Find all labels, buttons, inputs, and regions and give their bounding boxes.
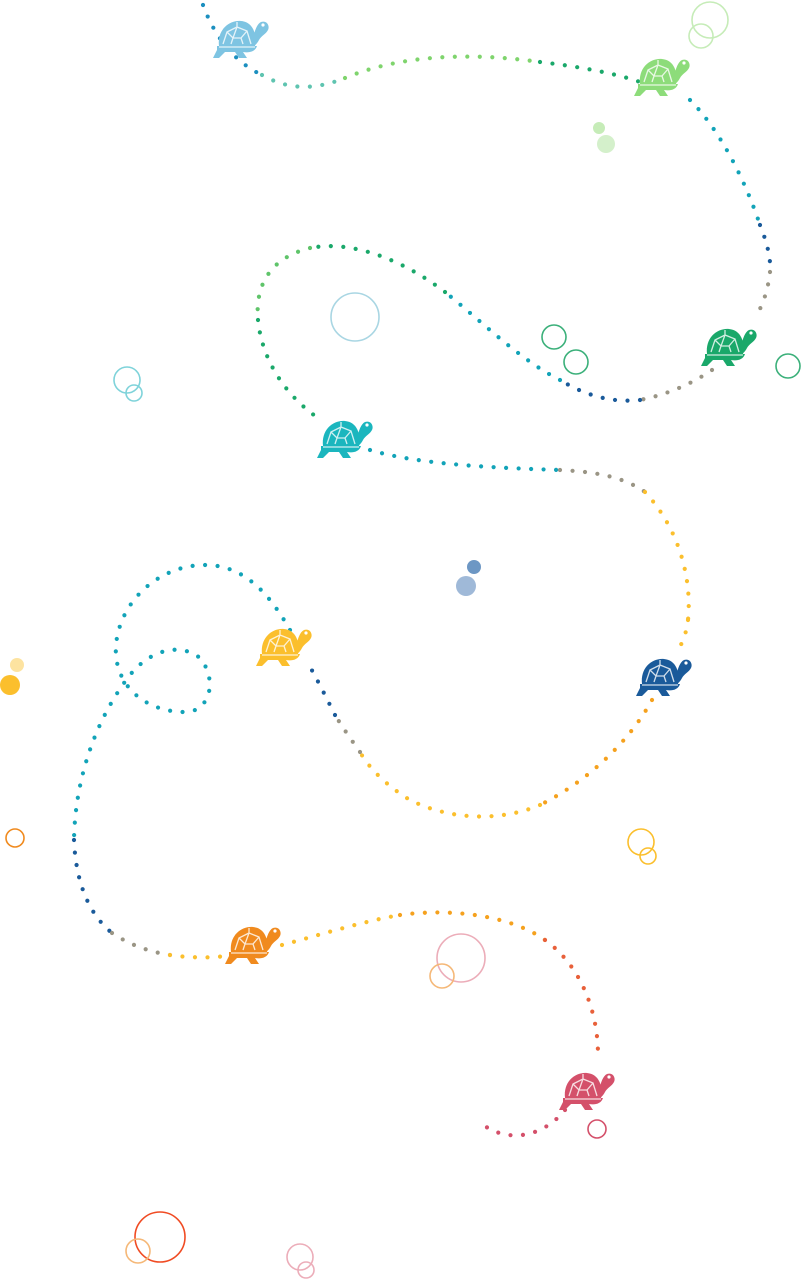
trail-segment [687,97,763,228]
bubble [639,847,657,865]
turtle-icon [213,20,269,59]
bubble [593,122,605,134]
bubble [456,576,476,596]
turtle-icon [636,658,692,697]
trail-segment [673,617,691,655]
trail-segment [279,912,403,948]
bubble [541,324,567,350]
trail-segment [752,269,773,321]
turtles [213,20,757,1111]
trail-segment [537,697,655,808]
bubble [688,23,714,49]
trail-segment [557,467,648,495]
trail-segment [637,367,715,403]
bubble [10,658,24,672]
bubble [297,1261,315,1279]
trail-segment [167,952,229,960]
bubble [286,1243,314,1271]
trail-segment [255,245,313,323]
bubble [597,135,615,153]
trail-segment [255,317,321,421]
bubble [467,560,481,574]
bubble [429,963,455,989]
bubble [436,933,486,983]
bubble [587,1119,607,1139]
trail-segment [71,837,115,936]
trail-segment [332,712,363,755]
bubble [125,1238,151,1264]
turtle-icon [634,58,690,97]
dotted-trail [71,2,773,1138]
trail-segment [537,59,643,85]
bubble [627,828,655,856]
turtle-icon [225,926,281,965]
trail-segment [342,54,543,81]
bubble [0,675,20,695]
bubble [691,1,729,39]
turtle-icon [559,1072,615,1111]
trail-segment [71,562,293,843]
bubble [125,384,143,402]
trail-segment [642,489,691,623]
turtle-icon [256,628,312,667]
bubble [775,353,801,379]
trail-segment [303,657,338,718]
trail-segment [397,910,548,943]
bubble [113,366,141,394]
bubble [330,292,380,342]
bubble [563,349,589,375]
trail-segment [259,72,348,89]
trail-segment [479,1107,568,1138]
trail-segment [357,749,543,819]
trail-segment [757,222,773,275]
turtle-icon [701,328,757,367]
turtle-icon [317,420,373,459]
trail-segment [307,244,448,295]
bubble [134,1211,186,1263]
bubble [5,828,25,848]
trail-segment [367,447,563,473]
trail-segment [557,377,643,403]
trail-segment [542,937,601,1058]
trail-segment [109,930,173,958]
